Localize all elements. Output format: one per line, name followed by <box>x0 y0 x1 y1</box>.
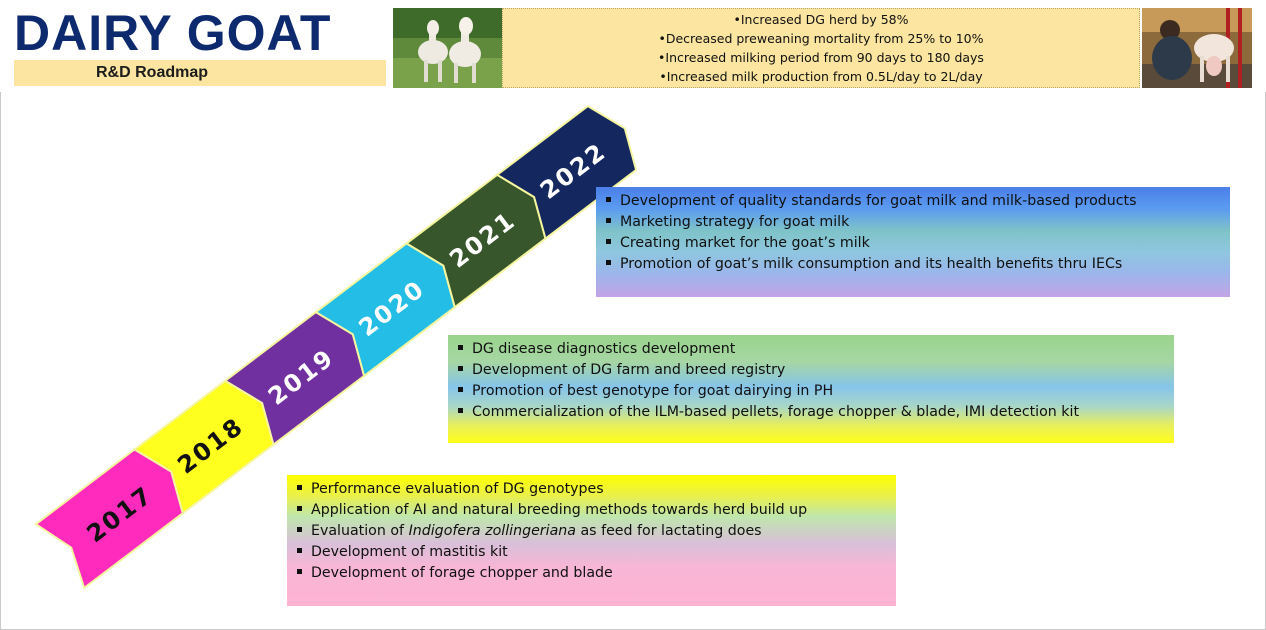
list-item: Promotion of goat’s milk consumption and… <box>606 254 1230 275</box>
list-item: Development of forage chopper and blade <box>297 563 896 584</box>
achievement-mortality: •Decreased preweaning mortality from 25%… <box>658 31 984 46</box>
species-name: Indigofera zollingeriana <box>408 523 576 539</box>
phase-2021-box: Development of quality standards for goa… <box>596 187 1230 297</box>
list-item: Commercialization of the ILM-based pelle… <box>458 402 1174 423</box>
timeline-segment-2022 <box>495 104 638 241</box>
bullet-icon <box>606 239 611 244</box>
phase-2017-box: Performance evaluation of DG genotypes A… <box>287 475 896 606</box>
list-item: DG disease diagnostics development <box>458 339 1174 360</box>
item-text: Marketing strategy for goat milk <box>620 214 850 230</box>
item-text: Performance evaluation of DG genotypes <box>311 481 604 497</box>
item-text: DG disease diagnostics development <box>472 341 736 357</box>
bullet-icon <box>297 485 302 490</box>
header: DAIRY GOAT R&D Roadmap •Increased DG her… <box>0 0 1266 92</box>
item-text-suffix: as feed for lactating does <box>575 523 762 539</box>
list-item: Evaluation of Indigofera zollingeriana a… <box>297 521 896 542</box>
item-text: Development of quality standards for goa… <box>620 193 1137 209</box>
bullet-icon <box>458 366 463 371</box>
page-title: DAIRY GOAT <box>14 5 332 61</box>
subtitle-banner: R&D Roadmap <box>14 60 386 86</box>
bullet-icon <box>297 548 302 553</box>
goats-photo <box>393 8 503 88</box>
milking-photo <box>1142 8 1252 88</box>
item-text: Commercialization of the ILM-based pelle… <box>472 404 1080 420</box>
list-item: Development of DG farm and breed registr… <box>458 360 1174 381</box>
list-item: Promotion of best genotype for goat dair… <box>458 381 1174 402</box>
bullet-icon <box>458 345 463 350</box>
item-text: Evaluation of <box>311 523 409 539</box>
item-text: Development of mastitis kit <box>311 544 508 560</box>
item-text: Creating market for the goat’s milk <box>620 235 870 251</box>
bullet-icon <box>606 218 611 223</box>
bullet-icon <box>297 569 302 574</box>
bullet-icon <box>297 506 302 511</box>
item-text: Development of forage chopper and blade <box>311 565 613 581</box>
achievement-milking-period: •Increased milking period from 90 days t… <box>658 50 984 65</box>
list-item: Application of AI and natural breeding m… <box>297 500 896 521</box>
list-item: Development of mastitis kit <box>297 542 896 563</box>
item-text: Promotion of goat’s milk consumption and… <box>620 256 1123 272</box>
list-item: Performance evaluation of DG genotypes <box>297 479 896 500</box>
item-text: Development of DG farm and breed registr… <box>472 362 786 378</box>
bullet-icon <box>606 260 611 265</box>
bullet-icon <box>458 408 463 413</box>
list-item: Development of quality standards for goa… <box>606 191 1230 212</box>
bullet-icon <box>297 527 302 532</box>
achievements-box: •Increased DG herd by 58% •Decreased pre… <box>502 8 1140 88</box>
list-item: Marketing strategy for goat milk <box>606 212 1230 233</box>
bullet-icon <box>458 387 463 392</box>
bullet-icon <box>606 197 611 202</box>
item-text: Application of AI and natural breeding m… <box>311 502 808 518</box>
list-item: Creating market for the goat’s milk <box>606 233 1230 254</box>
item-text: Promotion of best genotype for goat dair… <box>472 383 834 399</box>
page-subtitle: R&D Roadmap <box>96 64 209 81</box>
phase-2019-box: DG disease diagnostics development Devel… <box>448 335 1174 443</box>
achievement-herd: •Increased DG herd by 58% <box>733 12 909 27</box>
achievement-milk-production: •Increased milk production from 0.5L/day… <box>659 69 983 84</box>
